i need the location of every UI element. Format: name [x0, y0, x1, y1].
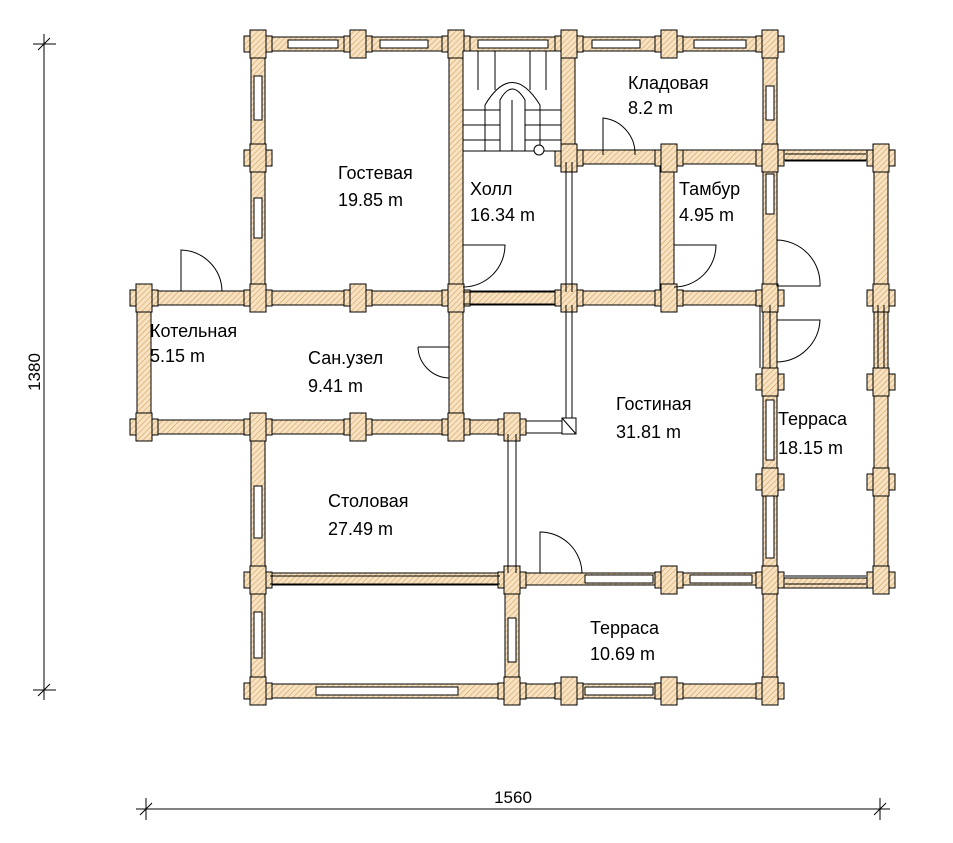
room-area-terrasa-south: 10.69 m [590, 644, 655, 664]
room-name-kotelnaya: Котельная [150, 321, 237, 341]
room-area-gostinaya: 31.81 m [616, 422, 681, 442]
width-dimension: 1560 [136, 788, 890, 820]
room-name-sanuzel: Сан.узел [308, 348, 383, 368]
room-name-kladovaya: Кладовая [628, 73, 709, 93]
room-name-gostinaya: Гостиная [616, 394, 692, 414]
room-area-kotelnaya: 5.15 m [150, 346, 205, 366]
windows [253, 39, 775, 696]
room-name-gostevaya: Гостевая [338, 163, 413, 183]
partitions [270, 153, 885, 585]
room-area-tambur: 4.95 m [679, 205, 734, 225]
room-name-tambur: Тамбур [679, 179, 740, 199]
room-area-gostevaya: 19.85 m [338, 190, 403, 210]
height-dimension-label: 1380 [25, 353, 44, 391]
doors [180, 117, 821, 574]
room-name-holl: Холл [470, 179, 512, 199]
room-name-terrasa-south: Терраса [590, 618, 660, 638]
width-dimension-label: 1560 [494, 788, 532, 807]
room-area-stolovaya: 27.49 m [328, 519, 393, 539]
room-labels: Кладовая 8.2 m Гостевая 19.85 m Холл 16.… [150, 73, 848, 664]
room-area-terrasa-east: 18.15 m [778, 438, 843, 458]
log-joints [129, 29, 896, 706]
room-area-sanuzel: 9.41 m [308, 376, 363, 396]
room-name-terrasa-east: Терраса [778, 409, 848, 429]
room-name-stolovaya: Столовая [328, 491, 409, 511]
room-area-holl: 16.34 m [470, 205, 535, 225]
height-dimension: 1380 [25, 34, 56, 700]
room-area-kladovaya: 8.2 m [628, 98, 673, 118]
staircase [462, 50, 562, 156]
